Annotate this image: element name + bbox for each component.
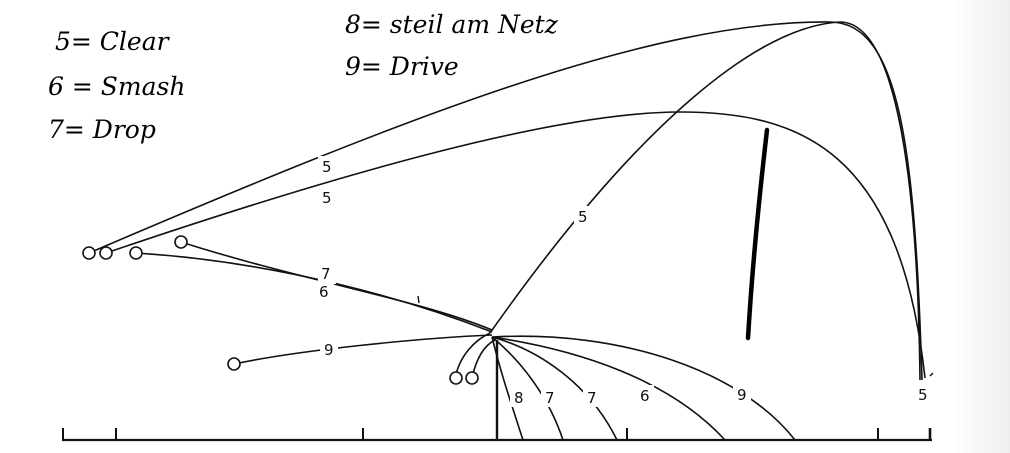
trajectory-label: 8 (514, 389, 524, 407)
start-marker (99, 246, 113, 260)
drop-descent-b (491, 336, 618, 441)
clear-trajectory-lower (105, 111, 926, 379)
net-mark (417, 295, 420, 304)
drive-descent (491, 335, 796, 441)
trajectory-label: 5 (322, 158, 332, 176)
drive-trajectory-long (233, 334, 493, 365)
steep-net-trajectory (491, 336, 524, 441)
legend-clear: 5= Clear (55, 27, 171, 56)
trajectory-label: 9 (737, 386, 747, 404)
drop-descent-a (491, 336, 564, 441)
trajectory-label: 5 (578, 208, 588, 226)
trajectory-label: 6 (319, 283, 329, 301)
trajectory-label: 5 (918, 386, 928, 404)
hand-drawn-stroke (745, 127, 770, 341)
drop-trajectory-long (180, 241, 493, 331)
edge-mark (929, 372, 934, 377)
start-marker (82, 246, 96, 260)
start-marker (227, 357, 241, 371)
scan-edge-shadow (950, 0, 1010, 453)
trajectory-label: 7 (587, 389, 597, 407)
clear-trajectory-upper (88, 21, 923, 381)
trajectory-label: 9 (324, 341, 334, 359)
legend-smash: 6 = Smash (48, 72, 185, 101)
start-marker (174, 235, 188, 249)
clear-from-net-trajectory (489, 21, 921, 381)
legend-steep-at-net: 8= steil am Netz (345, 10, 559, 39)
legend-drop: 7= Drop (48, 115, 156, 144)
trajectory-label: 5 (322, 189, 332, 207)
start-marker (449, 371, 463, 385)
trajectory-label: 6 (640, 387, 650, 405)
legend-drive: 9= Drive (345, 52, 459, 81)
smash-trajectory-long (135, 252, 493, 333)
trajectory-label: 7 (321, 265, 331, 283)
start-marker (129, 246, 143, 260)
smash-descent (491, 336, 726, 441)
trajectory-label: 7 (545, 389, 555, 407)
start-marker (465, 371, 479, 385)
